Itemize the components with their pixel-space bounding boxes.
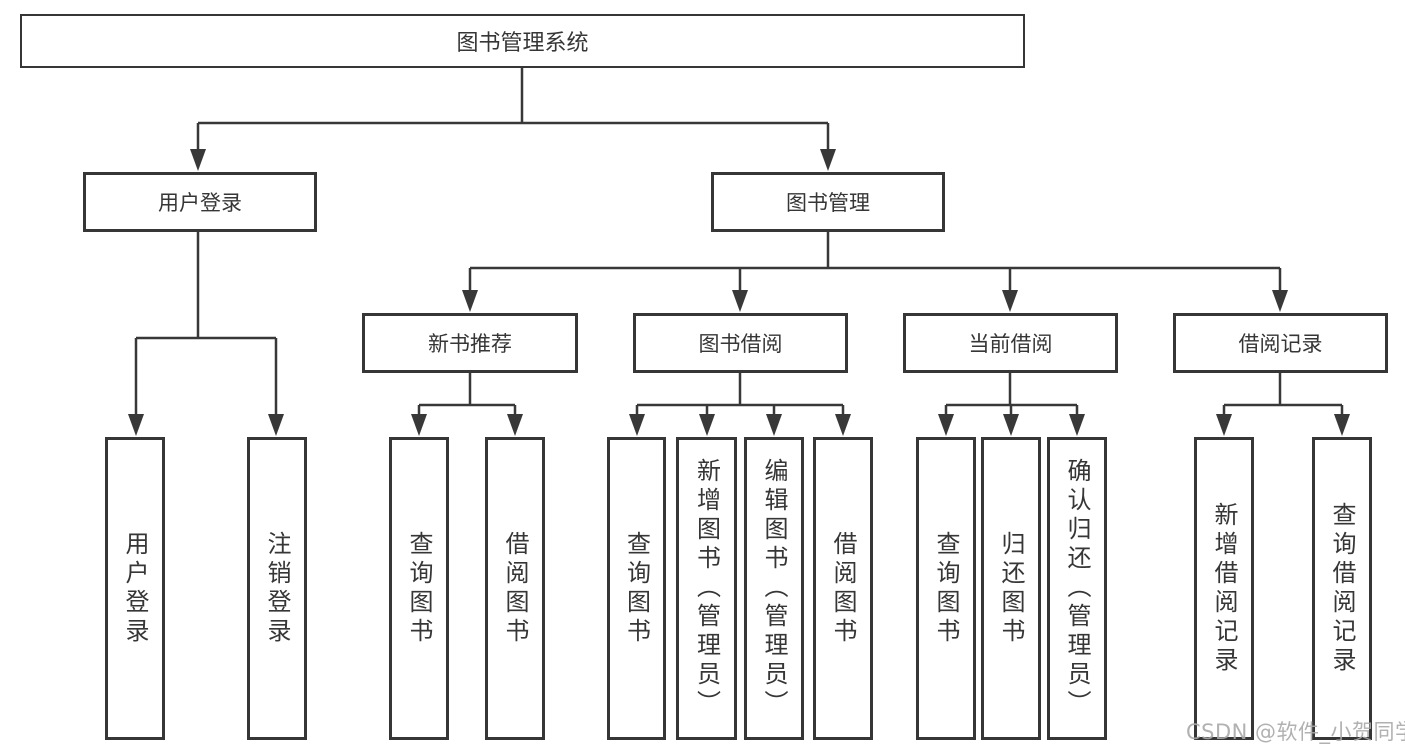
node-book-management: 图书管理 [711,172,945,232]
leaf-logout: 注销登录 [247,437,307,740]
edge-book-borrowing-to-leaves [635,373,845,416]
leaf-query-borrowing-record: 查询借阅记录 [1312,437,1372,740]
edge-current-borrowing-to-leaves [944,373,1079,416]
node-current-borrowing: 当前借阅 [903,313,1118,373]
leaf-borrow-books: 借阅图书 [813,437,873,740]
arrowhead [820,149,836,171]
watermark: CSDN @软件_小贺同学 [1186,720,1405,744]
arrowhead [128,414,144,436]
arrowhead [1069,414,1085,436]
arrowhead [699,414,715,436]
leaf-query-books-current: 查询图书 [916,437,976,740]
leaf-borrow-books-recommend: 借阅图书 [485,437,545,740]
arrowhead [190,149,206,171]
leaf-return-books: 归还图书 [981,437,1041,740]
leaf-add-books-admin: 新增图书（管理员） [676,437,737,740]
edge-root-to-level2 [196,68,830,151]
arrowhead [1334,414,1350,436]
arrowhead [732,290,748,312]
node-new-book-recommendation: 新书推荐 [362,313,578,373]
arrowhead [629,414,645,436]
arrowhead [1003,414,1019,436]
leaf-edit-books-admin: 编辑图书（管理员） [744,437,804,740]
arrowhead [507,414,523,436]
arrowhead [766,414,782,436]
leaf-query-books-borrowing: 查询图书 [607,437,666,740]
node-user-login: 用户登录 [83,172,317,232]
arrowhead [268,414,284,436]
arrowhead [1272,290,1288,312]
arrowhead [462,290,478,312]
node-book-borrowing: 图书借阅 [633,313,848,373]
node-borrowing-records: 借阅记录 [1173,313,1388,373]
arrowhead [1216,414,1232,436]
leaf-query-books-recommend: 查询图书 [389,437,449,740]
edge-user-login-to-leaves [134,232,278,416]
leaf-confirm-return-admin: 确认归还（管理员） [1047,437,1107,740]
arrowhead [938,414,954,436]
edge-new-books-to-leaves [417,373,517,416]
arrowhead [411,414,427,436]
leaf-add-borrowing-record: 新增借阅记录 [1194,437,1254,740]
node-library-management-system: 图书管理系统 [20,14,1025,68]
arrowhead [835,414,851,436]
edge-book-management-to-level3 [468,232,1282,292]
leaf-user-login: 用户登录 [105,437,165,740]
arrowhead [1002,290,1018,312]
edge-borrowing-records-to-leaves [1222,373,1344,416]
